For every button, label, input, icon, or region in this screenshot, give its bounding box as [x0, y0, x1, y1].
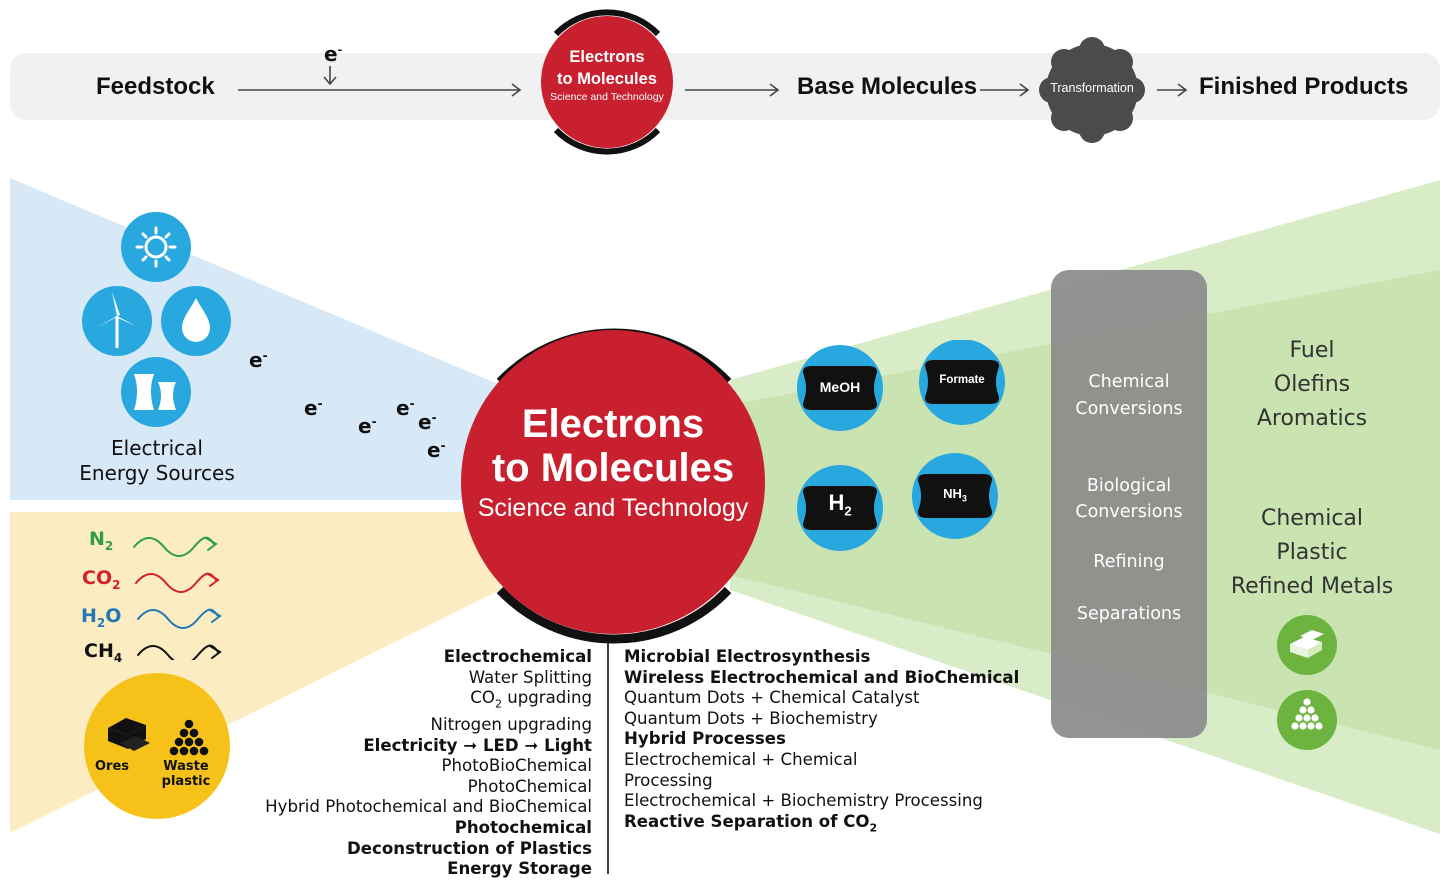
- list-item: Deconstruction of Plastics: [347, 838, 592, 858]
- center-title: Electrons to Molecules Science and Techn…: [463, 402, 763, 526]
- h2-label: H2: [828, 490, 852, 519]
- product-refined-metals: Refined Metals: [1230, 574, 1394, 599]
- technology-list-right: Microbial Electrosynthesis Wireless Elec…: [624, 647, 1019, 839]
- ores-label: Ores: [95, 759, 130, 774]
- bio-line1: Biological: [1086, 476, 1172, 496]
- feed-electron: e-: [324, 42, 343, 66]
- electron-4: e-: [396, 396, 415, 420]
- sun-icon: [121, 212, 191, 282]
- list-item: Reactive Separation of CO2: [624, 811, 878, 835]
- product-chemical: Chemical: [1260, 506, 1364, 531]
- list-item: PhotoChemical: [467, 776, 592, 796]
- formate-molecule: [919, 340, 1005, 425]
- process-column: [1051, 270, 1207, 738]
- center-line1: Electrons: [521, 402, 705, 446]
- fuel-products: Fuel Olefins Aromatics: [1212, 334, 1412, 436]
- feedstock-label: Feedstock: [96, 73, 215, 100]
- gas-ch4: CH4: [84, 640, 123, 665]
- list-item: CO2 upgrading: [470, 688, 592, 711]
- flow-arrows: [238, 9, 1188, 155]
- ore-icon: [108, 718, 150, 751]
- chemical-products: Chemical Plastic Refined Metals: [1202, 502, 1422, 604]
- gas-co2: CO2: [82, 567, 121, 592]
- center-line2: to Molecules: [491, 446, 735, 490]
- chem-line1: Chemical: [1088, 372, 1170, 392]
- flow-center-line3: Science and Technology: [550, 91, 664, 103]
- list-item: Wireless Electrochemical and BioChemical: [624, 667, 1020, 687]
- process-flow-bar: [10, 53, 1440, 120]
- list-item: Electrochemical + Biochemistry Processin…: [624, 791, 983, 811]
- chemical-conversions-label: Chemical Conversions: [1051, 369, 1207, 423]
- meoh-label: MeOH: [819, 379, 861, 395]
- chem-line2: Conversions: [1075, 399, 1183, 419]
- gas-wave-arrows: [133, 536, 222, 660]
- energy-label-line1: Electrical: [111, 436, 203, 460]
- center-circle-graphic: [461, 328, 765, 644]
- waste-plastic-icon: [169, 719, 209, 756]
- biological-conversions-label: Biological Conversions: [1051, 473, 1207, 525]
- technology-list-left: Electrochemical Water Splitting CO2 upgr…: [265, 647, 592, 880]
- electron-5: e-: [418, 410, 437, 434]
- electron-1: e-: [249, 348, 268, 372]
- list-item: Electrochemical: [443, 647, 592, 666]
- nh3-molecule: [912, 453, 998, 539]
- product-icons: [1277, 615, 1337, 750]
- finished-products-label: Finished Products: [1199, 73, 1409, 100]
- pellets-icon: [1277, 690, 1337, 750]
- product-plastic: Plastic: [1276, 540, 1348, 565]
- list-item: Quantum Dots + Biochemistry: [624, 708, 878, 728]
- h2-molecule: [797, 465, 883, 551]
- metal-bars-icon: [1277, 615, 1337, 675]
- list-item: Photochemical: [454, 818, 592, 838]
- waste-line2: plastic: [161, 774, 211, 789]
- list-item: PhotoBioChemical: [441, 756, 592, 776]
- waste-line1: Waste: [163, 759, 209, 774]
- flow-center-line2: to Molecules: [557, 70, 657, 88]
- energy-sources-label: Electrical Energy Sources: [66, 436, 248, 486]
- list-item: Hybrid Processes: [624, 729, 786, 749]
- waste-plastic-label: Waste plastic: [160, 759, 212, 789]
- nuclear-plant-icon: [121, 357, 191, 427]
- formate-label: Formate: [939, 374, 985, 386]
- list-item: Electrochemical + Chemical: [624, 749, 858, 769]
- nh3-label: NH3: [943, 486, 967, 504]
- separations-label: Separations: [1076, 604, 1182, 624]
- meoh-molecule: [797, 345, 883, 431]
- refining-label: Refining: [1093, 552, 1165, 572]
- list-item: Processing: [624, 770, 713, 790]
- molecule-icons: [797, 340, 1005, 551]
- energy-icons: [82, 212, 231, 427]
- electron-2: e-: [304, 396, 323, 420]
- gas-n2: N2: [89, 528, 114, 553]
- product-fuel: Fuel: [1289, 338, 1335, 363]
- transformation-label: Transformation: [1050, 81, 1134, 95]
- electron-3: e-: [358, 414, 377, 438]
- list-item: Hybrid Photochemical and BioChemical: [265, 797, 592, 817]
- base-molecules-label: Base Molecules: [797, 73, 978, 100]
- list-item: Quantum Dots + Chemical Catalyst: [624, 688, 920, 708]
- flow-center-label: Electrons to Molecules Science and Techn…: [541, 46, 673, 104]
- list-item: Electricity ➞ LED ➞ Light: [363, 735, 592, 755]
- electron-6: e-: [427, 438, 446, 462]
- bio-line2: Conversions: [1075, 502, 1183, 522]
- center-line3: Science and Technology: [477, 494, 749, 522]
- energy-label-line2: Energy Sources: [79, 461, 235, 485]
- materials-circle: [84, 673, 230, 819]
- list-item: Energy Storage: [447, 859, 592, 879]
- list-item: Water Splitting: [468, 667, 592, 687]
- gas-h2o: H2O: [81, 605, 122, 630]
- product-olefins: Olefins: [1273, 372, 1351, 397]
- wind-turbine-icon: [82, 286, 152, 356]
- list-item: Microbial Electrosynthesis: [624, 647, 871, 666]
- list-item: Nitrogen upgrading: [430, 715, 592, 735]
- flow-center-line1: Electrons: [569, 48, 645, 66]
- water-drop-icon: [161, 286, 231, 356]
- product-aromatics: Aromatics: [1256, 406, 1368, 431]
